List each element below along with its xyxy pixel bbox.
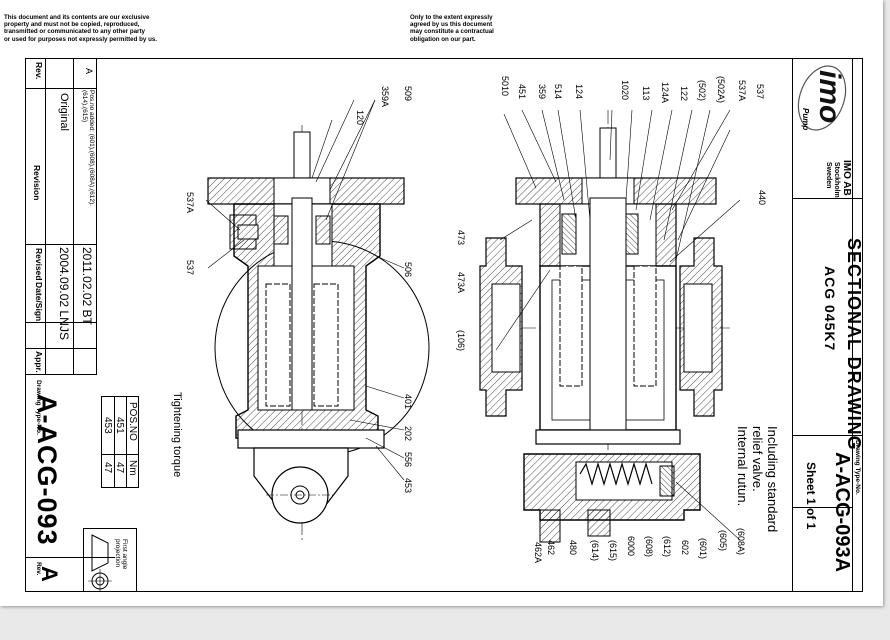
revised-date-a: 2011.02.02 BT [80, 247, 94, 325]
logo-sub: Pump [801, 108, 810, 131]
copyright-notice: This document and its contents are our e… [4, 14, 158, 43]
callout-608A: (608A) [736, 528, 746, 556]
callout-5010: 5010 [500, 76, 510, 97]
imo-logo: imo Pump [796, 62, 852, 136]
callout-401: 401 [403, 394, 413, 410]
callout-537A-left: 537A [185, 192, 195, 214]
callout-537-left: 537 [185, 260, 195, 276]
note-line-1: Including standard [765, 426, 780, 533]
revised-date-original: 2004.09.02 LN [57, 247, 71, 326]
callout-124: 124 [574, 84, 584, 100]
torque-header-pos: POS.NO [127, 402, 138, 441]
callout-605: (605) [718, 530, 728, 552]
imo-logo-icon [797, 65, 847, 131]
callout-462A: 462A [533, 542, 543, 564]
callout-514: 514 [553, 84, 563, 100]
contract-notice: Only to the extent expressly agreed by u… [410, 14, 494, 43]
callout-106: (106) [456, 330, 466, 352]
drawing-model: ACG 045K7 [822, 266, 838, 352]
drawing-title: SECTIONAL DRAWING [844, 238, 864, 451]
note-line-2: relief valve. [750, 426, 765, 492]
company-country: Sweden [825, 162, 832, 189]
callout-359: 359 [537, 84, 547, 100]
callout-451: 451 [517, 84, 527, 100]
left-sectional-view [205, 99, 430, 540]
approver-original: JS [57, 326, 71, 341]
callout-113: 113 [641, 86, 651, 101]
torque-row-2-nm: 47 [102, 462, 113, 474]
callout-608: (608) [644, 536, 654, 558]
callout-556: 556 [403, 452, 413, 468]
drawing-sheet: This document and its contents are our e… [0, 0, 883, 606]
torque-header-nm: Nm [127, 460, 138, 476]
revision-header: Revision [32, 165, 42, 201]
callout-462: 462 [546, 540, 556, 556]
drawing-number-right: A-ACG-093A [831, 452, 853, 573]
callout-453: 453 [403, 478, 413, 494]
drawing-type-label-right: Drawing Type-No. [854, 440, 861, 495]
callout-601: (601) [698, 538, 708, 560]
callout-120: 120 [355, 110, 365, 126]
callout-537-right: 537 [755, 84, 765, 100]
rev-value-left: A [37, 566, 62, 582]
callout-502A: (502A) [716, 76, 726, 104]
torque-row-1-pos: 451 [114, 417, 125, 434]
callout-473A: 473A [456, 272, 466, 294]
callout-1020: 1020 [620, 80, 630, 101]
callout-602: 602 [680, 540, 690, 556]
torque-row-2-pos: 453 [102, 417, 113, 434]
callout-202: 202 [403, 426, 413, 442]
callout-509: 509 [403, 86, 413, 102]
revised-header: Revised [34, 248, 44, 281]
torque-row-1-nm: 47 [114, 462, 125, 474]
rev-header: Rev. [34, 62, 44, 80]
company-name: IMO AB [841, 160, 852, 196]
rev-row-a-code: A [84, 68, 94, 75]
callout-124A: 124A [660, 82, 670, 104]
drawing-frame [25, 58, 863, 592]
callout-615: (615) [608, 540, 618, 562]
logo-wordmark: imo [813, 70, 846, 124]
first-angle-projection-icon [88, 534, 112, 592]
callout-502: (502) [697, 80, 707, 102]
projection-text: First angle projection [114, 539, 128, 570]
callout-612: (612) [662, 536, 672, 558]
company-city: Stockholm [833, 162, 840, 198]
drawing-number-left: A-ACG-093 [32, 394, 62, 546]
callout-6000: 6000 [626, 536, 636, 557]
callout-473: 473 [456, 230, 466, 246]
callout-480: 480 [568, 540, 578, 556]
callout-440: 440 [757, 190, 767, 206]
callout-506: 506 [403, 262, 413, 278]
sheet-number: Sheet 1 of 1 [804, 462, 818, 530]
callout-122: 122 [679, 86, 689, 102]
callout-359A: 359A [380, 86, 390, 108]
appr-header: Appr. [34, 351, 44, 373]
date-sign-header: Date/Sign [34, 282, 44, 322]
callout-614: (614) [590, 540, 600, 562]
revision-original: Original [58, 93, 70, 131]
projection-symbol: First angle projection [83, 528, 137, 592]
revision-a-text: Pos.no added: (601),(608),(608A),(612). … [81, 90, 95, 206]
right-sectional-view [479, 109, 740, 543]
callout-537A-right: 537A [737, 80, 747, 102]
